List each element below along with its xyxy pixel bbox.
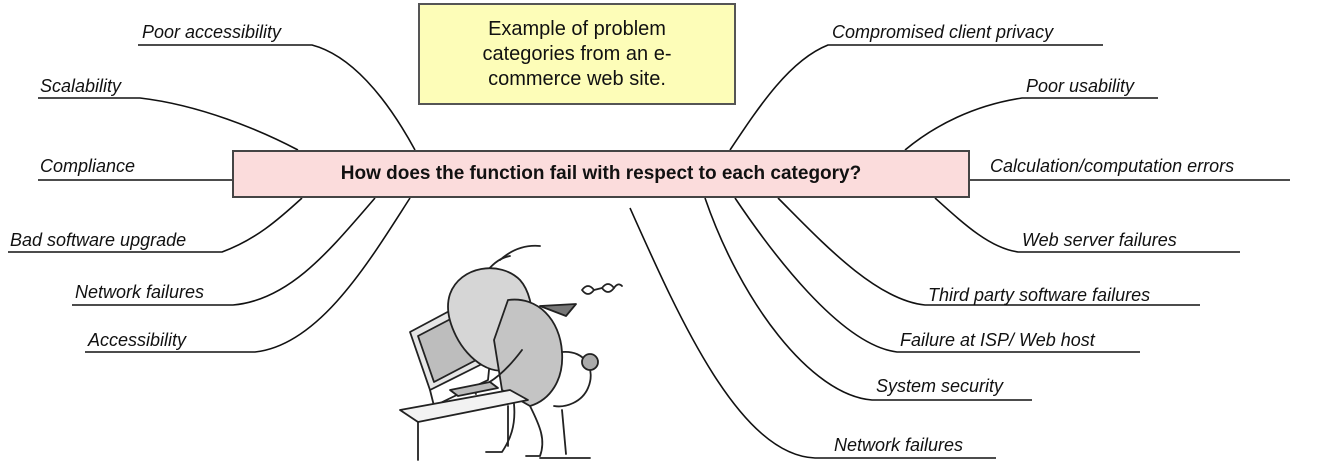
category-calculation-errors: Calculation/computation errors	[990, 156, 1235, 176]
category-poor-usability: Poor usability	[1026, 76, 1135, 96]
example-note-box: Example of problem categories from an e-…	[418, 3, 736, 105]
category-compliance: Compliance	[40, 156, 136, 176]
category-network-failures-left: Network failures	[75, 282, 205, 302]
category-third-party-failures: Third party software failures	[928, 285, 1151, 305]
category-failure-isp: Failure at ISP/ Web host	[900, 330, 1095, 350]
connector-scalability	[38, 97, 299, 151]
connector-poor-accessibility	[138, 44, 416, 151]
category-compromised-client-privacy: Compromised client privacy	[832, 22, 1054, 42]
connector-poor-usability	[904, 97, 1158, 151]
central-question-box: How does the function fail with respect …	[232, 150, 970, 198]
connector-compromised-client-privacy	[729, 44, 1103, 151]
connector-network-failures-left	[72, 197, 376, 306]
category-bad-software-upgrade: Bad software upgrade	[10, 230, 187, 250]
connector-accessibility	[85, 197, 411, 353]
connector-network-failures-right	[629, 207, 996, 459]
frustrated-user-at-computer-icon	[399, 244, 623, 461]
category-web-server-failures: Web server failures	[1022, 230, 1177, 250]
connector-failure-isp	[734, 197, 1140, 353]
connector-system-security	[704, 197, 1032, 401]
connector-web-server-failures	[934, 197, 1240, 253]
category-system-security: System security	[876, 376, 1004, 396]
connector-bad-software-upgrade	[8, 197, 303, 253]
central-question-text: How does the function fail with respect …	[340, 163, 862, 184]
category-poor-accessibility: Poor accessibility	[142, 22, 282, 42]
example-note-text: Example of problem categories from an e-…	[482, 17, 672, 90]
category-scalability: Scalability	[40, 76, 122, 96]
connector-third-party-failures	[777, 197, 1200, 306]
category-network-failures-right: Network failures	[834, 435, 964, 455]
category-accessibility: Accessibility	[88, 330, 187, 350]
